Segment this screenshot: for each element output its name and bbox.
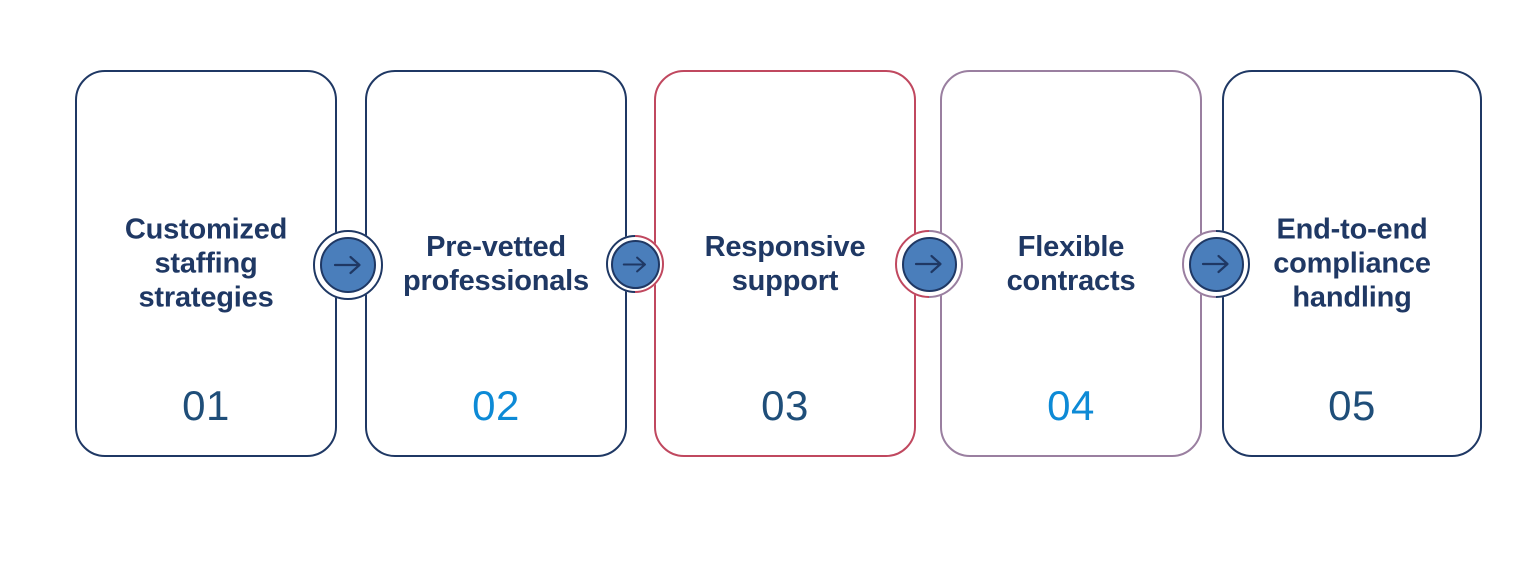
connector-ring-right <box>929 230 963 298</box>
arrow-right-icon[interactable] <box>1188 236 1244 292</box>
connector-ring-left <box>606 235 635 293</box>
connector-ring-left <box>895 230 929 298</box>
process-step-card-3[interactable]: Responsive support 03 <box>654 70 916 457</box>
process-step-title: Responsive support <box>704 230 866 297</box>
process-connector-1[interactable] <box>313 230 383 300</box>
connector-ring-right <box>1216 230 1250 298</box>
arrow-right-icon[interactable] <box>901 236 957 292</box>
connector-ring-right <box>635 235 664 293</box>
connector-ring <box>313 230 383 300</box>
arrow-right-icon[interactable] <box>320 237 376 293</box>
process-step-card-2[interactable]: Pre-vetted professionals 02 <box>365 70 627 457</box>
process-connector-2[interactable] <box>606 235 664 293</box>
process-step-number: 01 <box>182 382 230 429</box>
connector-ring-right <box>348 230 383 300</box>
process-step-number: 05 <box>1328 382 1376 429</box>
process-step-number: 04 <box>1047 382 1095 429</box>
connector-ring <box>606 235 664 293</box>
process-step-card-1[interactable]: Customized staffing strategies 01 <box>75 70 337 457</box>
process-step-title: Pre-vetted professionals <box>403 230 589 297</box>
process-step-title: Customized staffing strategies <box>124 213 288 314</box>
connector-ring-left <box>1182 230 1216 298</box>
process-step-title: Flexible contracts <box>1006 230 1136 297</box>
connector-ring <box>895 230 963 298</box>
process-connector-4[interactable] <box>1182 230 1250 298</box>
process-connector-3[interactable] <box>895 230 963 298</box>
process-step-title: End-to-end compliance handling <box>1273 213 1431 314</box>
process-step-card-5[interactable]: End-to-end compliance handling 05 <box>1222 70 1482 457</box>
connector-ring-left <box>313 230 348 300</box>
connector-ring <box>1182 230 1250 298</box>
arrow-right-icon[interactable] <box>610 239 660 289</box>
process-step-number: 02 <box>472 382 520 429</box>
process-step-card-4[interactable]: Flexible contracts 04 <box>940 70 1202 457</box>
process-step-number: 03 <box>761 382 809 429</box>
